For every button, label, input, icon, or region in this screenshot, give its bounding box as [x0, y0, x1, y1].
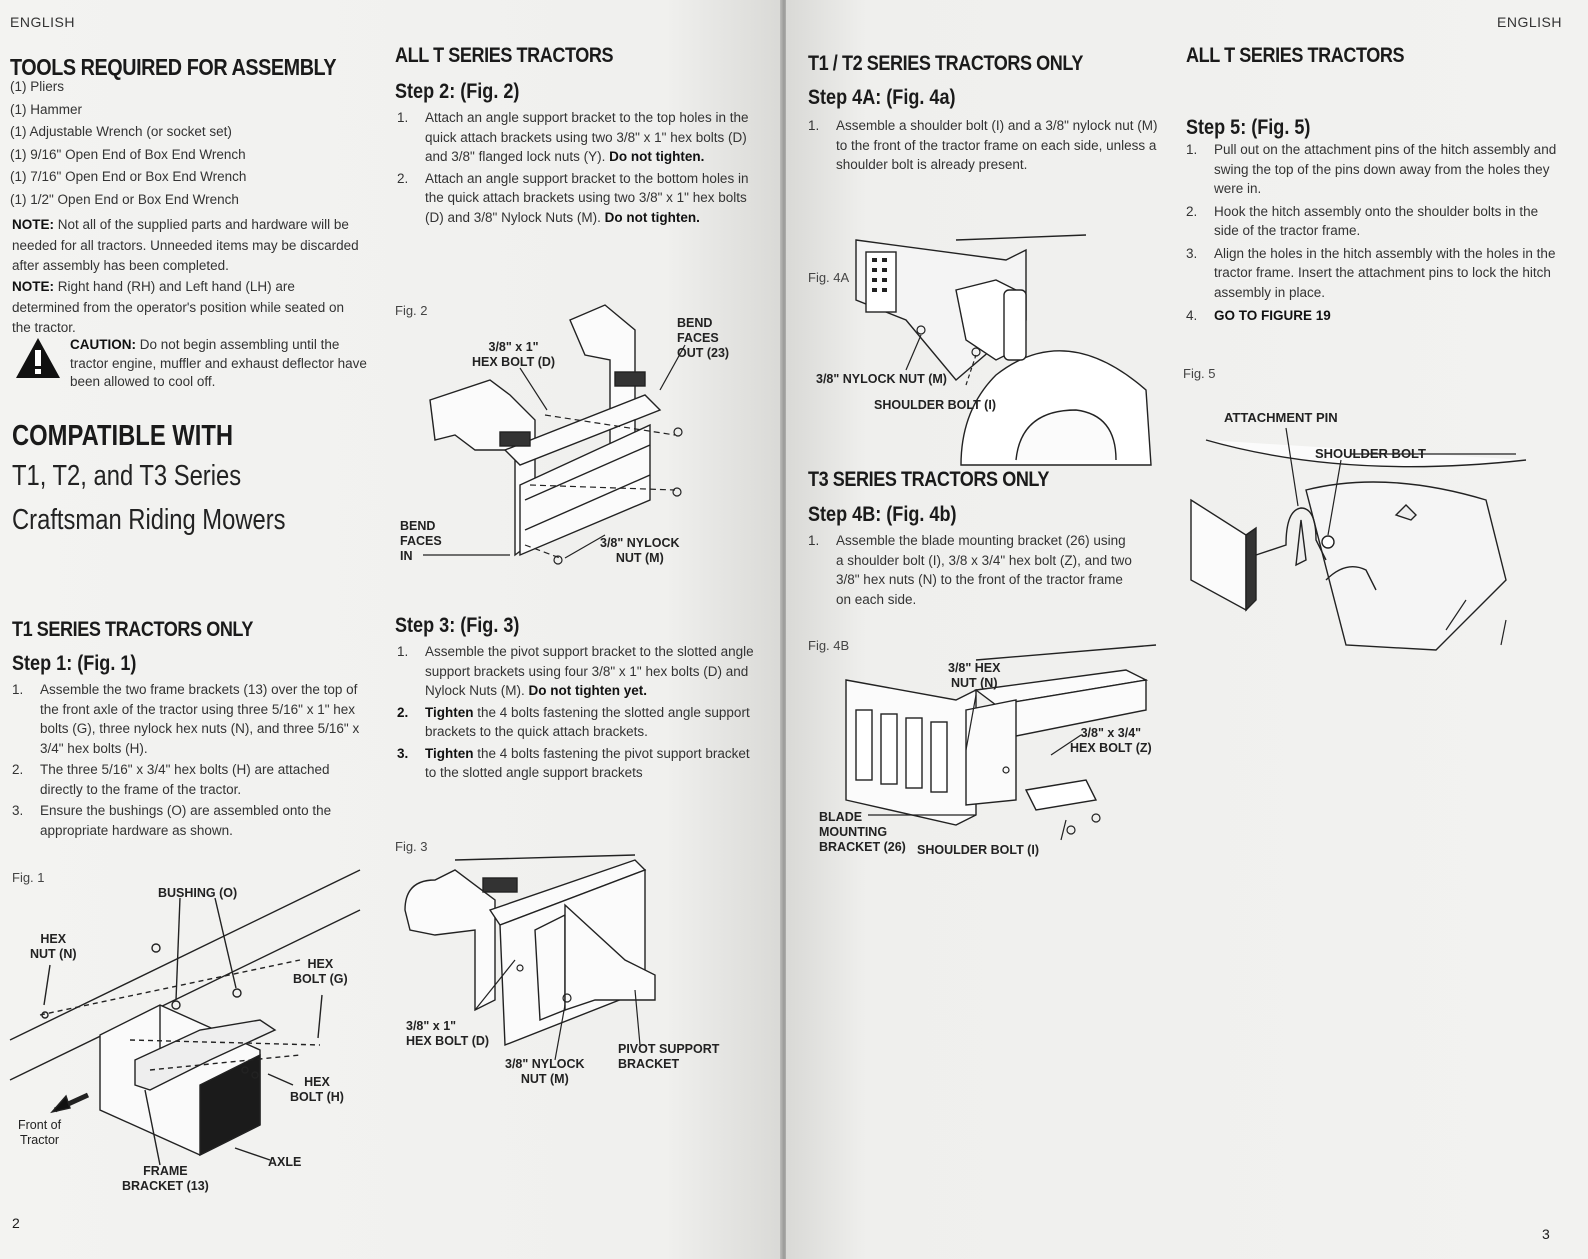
list-item: 3.Align the holes in the hitch assembly …: [1186, 245, 1556, 300]
fig1-callout-bushing: BUSHING (O): [158, 886, 238, 900]
tool-item: (1) Pliers: [10, 79, 65, 94]
tools-title: TOOLS REQUIRED FOR ASSEMBLY: [10, 54, 337, 80]
step4a-heading: Step 4A: (Fig. 4a): [808, 86, 956, 109]
fig1-callout-frame-bracket: FRAME BRACKET (13): [122, 1164, 209, 1193]
fig4b-callout-hexnut: 3/8" HEX NUT (N): [948, 661, 1001, 690]
book-spine-fold: [780, 0, 788, 1259]
list-item: 2.Hook the hitch assembly onto the shoul…: [1186, 203, 1539, 239]
fig5-label: Fig. 5: [1183, 366, 1216, 381]
fig5-callout-attachment-pin: ATTACHMENT PIN: [1224, 410, 1338, 425]
fig1-callout-hexnut: HEX NUT (N): [30, 932, 77, 961]
fig2-callout-nylock: 3/8" NYLOCK NUT (M): [600, 536, 680, 565]
compatible-line2: Craftsman Riding Mowers: [12, 504, 286, 536]
list-item: 3.Ensure the bushings (O) are assembled …: [12, 803, 332, 838]
fig4b-blade-bracket-diagram: [845, 644, 1157, 841]
page-number-right: 3: [1542, 1226, 1550, 1242]
all-t-title-left: ALL T SERIES TRACTORS: [395, 44, 614, 67]
list-item: 1.Assemble the two frame brackets (13) o…: [12, 682, 360, 756]
fig5-hitch-diagram: [1190, 427, 1527, 651]
page-header-language: ENGLISH: [1497, 14, 1562, 30]
fig1-callout-front: Front of Tractor: [18, 1118, 62, 1147]
caution-text: CAUTION: Do not begin assembling until t…: [70, 337, 367, 389]
fig2-callout-bend-in: BEND FACES IN: [400, 519, 442, 563]
tools-list: (1) Pliers (1) Hammer (1) Adjustable Wre…: [10, 76, 370, 211]
fig4a-shoulder-bolt-diagram: [855, 234, 1152, 466]
step5-heading: Step 5: (Fig. 5): [1186, 116, 1311, 139]
t1t2-title: T1 / T2 SERIES TRACTORS ONLY: [808, 52, 1083, 75]
step2-heading: Step 2: (Fig. 2): [395, 80, 520, 103]
step5-list: 1.Pull out on the attachment pins of the…: [1184, 140, 1564, 328]
left-page: ENGLISH TOOLS REQUIRED FOR ASSEMBLY (1) …: [0, 0, 783, 1259]
fig3-callout-pivot: PIVOT SUPPORT BRACKET: [618, 1042, 720, 1071]
page-header-language: ENGLISH: [10, 14, 75, 30]
note-handedness: NOTE: Right hand (RH) and Left hand (LH)…: [12, 279, 345, 335]
fig1-callout-hexbolt-g: HEX BOLT (G): [293, 957, 348, 986]
t1-step1-list: 1.Assemble the two frame brackets (13) o…: [10, 680, 370, 842]
fig1-label: Fig. 1: [12, 870, 45, 885]
step2-list: 1.Attach an angle support bracket to the…: [395, 108, 757, 229]
list-item: 1.Pull out on the attachment pins of the…: [1186, 142, 1557, 196]
fig1-callout-hexbolt-h: HEX BOLT (H): [290, 1075, 344, 1104]
step4b-list: 1.Assemble the blade mounting bracket (2…: [806, 531, 1136, 611]
fig2-label: Fig. 2: [395, 303, 428, 318]
fig4b-callout-shoulder: SHOULDER BOLT (I): [917, 843, 1039, 857]
list-item: 4.GO TO FIGURE 19: [1186, 308, 1331, 323]
list-item: 2.Tighten the 4 bolts fastening the slot…: [397, 704, 750, 740]
fig2-callout-bend-out: BEND FACES OUT (23): [677, 316, 730, 360]
warning-icon: [16, 338, 60, 378]
step3-heading: Step 3: (Fig. 3): [395, 614, 520, 637]
fig4b-label: Fig. 4B: [808, 638, 850, 653]
step3-list: 1.Assemble the pivot support bracket to …: [395, 642, 757, 785]
fig1-callout-axle: AXLE: [268, 1155, 302, 1169]
fig4a-label: Fig. 4A: [808, 270, 850, 285]
t3-title: T3 SERIES TRACTORS ONLY: [808, 468, 1050, 491]
fig3-callout-hexbolt: 3/8" x 1" HEX BOLT (D): [406, 1019, 490, 1048]
list-item: 2.Attach an angle support bracket to the…: [397, 170, 749, 225]
compatible-line1: T1, T2, and T3 Series: [12, 460, 242, 492]
fig4a-callout-shoulder: SHOULDER BOLT (I): [874, 398, 996, 412]
fig1-frame-bracket-diagram: [9, 869, 361, 1166]
page-number-left: 2: [12, 1215, 20, 1231]
fig3-label: Fig. 3: [395, 839, 428, 854]
list-item: 1.Assemble a shoulder bolt (I) and a 3/8…: [808, 118, 1158, 172]
fig4b-callout-blade: BLADE MOUNTING BRACKET (26): [819, 810, 906, 854]
tool-item: (1) 7/16" Open End or Box End Wrench: [10, 169, 247, 184]
fig4a-callout-nylock: 3/8" NYLOCK NUT (M): [816, 372, 947, 386]
fig2-callout-hexbolt: 3/8" x 1" HEX BOLT (D): [472, 340, 556, 369]
step4b-heading: Step 4B: (Fig. 4b): [808, 503, 957, 526]
compatible-title: COMPATIBLE WITH: [12, 420, 234, 452]
right-page: ENGLISH T1 / T2 SERIES TRACTORS ONLY Ste…: [786, 0, 1588, 1259]
note-parts: NOTE: Not all of the supplied parts and …: [12, 217, 359, 273]
list-item: 1.Assemble the blade mounting bracket (2…: [808, 533, 1132, 607]
list-item: 2.The three 5/16" x 3/4" hex bolts (H) a…: [12, 762, 330, 797]
t1-title: T1 SERIES TRACTORS ONLY: [12, 618, 254, 641]
list-item: 3.Tighten the 4 bolts fastening the pivo…: [397, 745, 750, 781]
fig5-callout-shoulder-bolt: SHOULDER BOLT: [1315, 446, 1426, 461]
t1-step1-heading: Step 1: (Fig. 1): [12, 652, 137, 675]
fig4b-callout-hexbolt: 3/8" x 3/4" HEX BOLT (Z): [1070, 726, 1152, 755]
fig3-callout-nylock: 3/8" NYLOCK NUT (M): [505, 1057, 585, 1086]
tool-item: (1) 9/16" Open End of Box End Wrench: [10, 146, 246, 162]
tool-item: (1) Adjustable Wrench (or socket set): [10, 124, 232, 139]
tool-item: (1) 1/2" Open End or Box End Wrench: [10, 191, 239, 207]
fig3-pivot-bracket-diagram: [404, 854, 656, 1061]
list-item: 1.Assemble the pivot support bracket to …: [397, 644, 754, 698]
fig2-angle-bracket-diagram: [423, 304, 686, 565]
list-item: 1.Attach an angle support bracket to the…: [397, 110, 749, 164]
all-t-title-right: ALL T SERIES TRACTORS: [1186, 44, 1405, 67]
step4a-list: 1.Assemble a shoulder bolt (I) and a 3/8…: [806, 116, 1166, 177]
tool-item: (1) Hammer: [10, 101, 83, 117]
